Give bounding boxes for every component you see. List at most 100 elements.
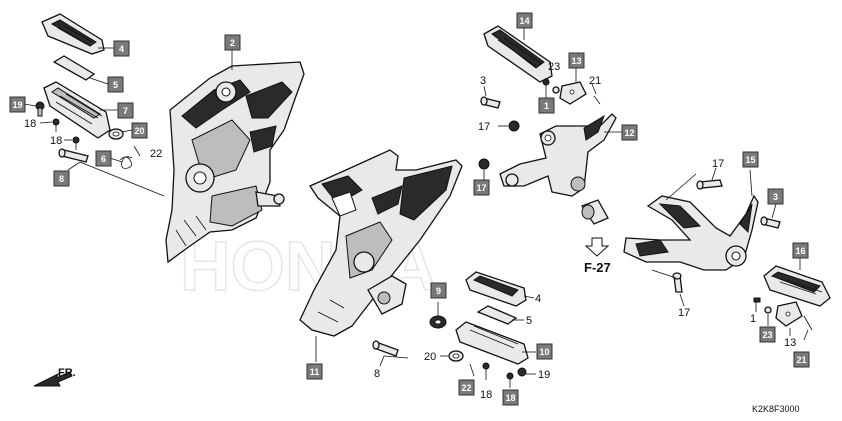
clip-22-center — [469, 363, 475, 377]
callout-10: 10 — [536, 343, 553, 360]
drawing-code: K2K8F3000 — [752, 404, 800, 414]
bolt-17-right-lower — [672, 272, 683, 293]
callout-20-center: 20 — [424, 351, 436, 363]
svg-text:7: 7 — [123, 106, 128, 116]
front-direction-arrow — [33, 371, 73, 387]
svg-text:12: 12 — [624, 128, 634, 138]
svg-text:20: 20 — [134, 126, 144, 136]
callout-8-left: 8 — [53, 170, 70, 187]
callout-18-center-a: 18 — [480, 389, 492, 401]
callout-5-center: 5 — [526, 315, 532, 327]
callout-21-lower: 21 — [793, 351, 810, 368]
callout-13-lower: 13 — [784, 337, 796, 349]
pin-8-center — [372, 340, 399, 357]
front-label: FR. — [58, 367, 76, 379]
rider-footpeg-bracket-15 — [623, 194, 759, 271]
svg-text:22: 22 — [461, 383, 471, 393]
callout-18-left-a: 18 — [24, 118, 36, 130]
callout-12: 12 — [621, 124, 638, 141]
bolt-17-right-upper — [696, 179, 723, 190]
callout-3-top: 3 — [480, 75, 486, 87]
footpeg-rider-right — [763, 265, 831, 307]
footpeg-rider-left — [41, 13, 105, 55]
svg-text:23: 23 — [762, 330, 772, 340]
svg-text:6: 6 — [101, 154, 106, 164]
bushing — [581, 199, 609, 225]
callout-20-left: 20 — [131, 122, 148, 139]
screw-18-left-b — [72, 136, 80, 150]
plate-13-right-lower — [775, 301, 803, 327]
svg-text:10: 10 — [539, 347, 549, 357]
screw-18-left-a — [52, 118, 60, 132]
spring-6-left — [119, 156, 133, 169]
nut-17-right-mid — [478, 158, 490, 170]
svg-text:3: 3 — [773, 192, 778, 202]
callout-14: 14 — [516, 12, 533, 29]
svg-text:17: 17 — [476, 183, 486, 193]
callout-7: 7 — [117, 102, 134, 119]
svg-text:8: 8 — [59, 174, 64, 184]
callout-22-center: 22 — [458, 379, 475, 396]
passenger-bracket-12 — [499, 113, 617, 197]
pin-8-left — [58, 148, 89, 163]
footpeg-rubber-center — [455, 321, 529, 365]
callout-1-lower: 1 — [750, 313, 756, 325]
callout-17-bracket-lower: 17 — [678, 307, 690, 319]
ref-arrow — [584, 237, 610, 257]
svg-text:9: 9 — [436, 286, 441, 296]
spring-9-center — [429, 315, 447, 329]
svg-text:5: 5 — [113, 80, 118, 90]
callout-19-left: 19 — [9, 96, 26, 113]
svg-text:13: 13 — [571, 56, 581, 66]
callout-4-left: 4 — [113, 40, 130, 57]
svg-text:11: 11 — [310, 367, 320, 377]
ball-23-right-top — [552, 86, 560, 94]
bolt-3-right-top — [480, 96, 501, 109]
callout-18-center-b: 18 — [502, 389, 519, 406]
callout-17-mid: 17 — [473, 179, 490, 196]
svg-text:2: 2 — [230, 38, 235, 48]
bolt-19-center — [517, 367, 536, 377]
callout-9: 9 — [430, 282, 447, 299]
callout-8-center: 8 — [374, 368, 380, 380]
ref-label: F-27 — [584, 260, 611, 275]
svg-text:19: 19 — [12, 100, 22, 110]
callout-13-top: 13 — [568, 52, 585, 69]
pin-1-right-lower — [753, 297, 761, 312]
heel-guard — [299, 149, 463, 337]
callout-23-lower: 23 — [759, 326, 776, 343]
callout-11: 11 — [306, 363, 323, 380]
footpeg-rubber-left — [43, 81, 111, 139]
callout-17-top: 17 — [478, 121, 490, 133]
callout-15: 15 — [742, 151, 759, 168]
clip-22-left — [133, 145, 141, 157]
svg-text:16: 16 — [795, 246, 805, 256]
footpeg-passenger-center — [465, 271, 527, 307]
clip-21-right-lower — [803, 315, 813, 331]
screw-18-center-b — [506, 372, 514, 388]
callout-23-top: 23 — [548, 61, 560, 73]
callout-22-left: 22 — [150, 148, 162, 160]
bolt-19-left — [35, 101, 45, 117]
svg-text:4: 4 — [119, 44, 124, 54]
footpeg-passenger-right-top — [483, 25, 553, 83]
footpeg-rubber-plate — [52, 55, 96, 81]
nut-17-right-top — [508, 120, 520, 132]
svg-text:14: 14 — [519, 16, 529, 26]
ball-23-right-lower — [764, 306, 772, 314]
main-step-holder — [165, 61, 305, 264]
callout-4-center: 4 — [535, 293, 541, 305]
plate-13-right-top — [559, 81, 587, 105]
callout-18-left-b: 18 — [50, 135, 62, 147]
screw-18-center-a — [482, 362, 490, 380]
clip-21-right-top — [593, 95, 601, 105]
washer-20-center — [448, 350, 464, 362]
svg-text:21: 21 — [796, 355, 806, 365]
svg-text:1: 1 — [544, 101, 549, 111]
callout-1-top: 1 — [538, 97, 555, 114]
svg-text:15: 15 — [745, 155, 755, 165]
callout-21-top: 21 — [589, 75, 601, 87]
callout-17-bracket-upper: 17 — [712, 158, 724, 170]
